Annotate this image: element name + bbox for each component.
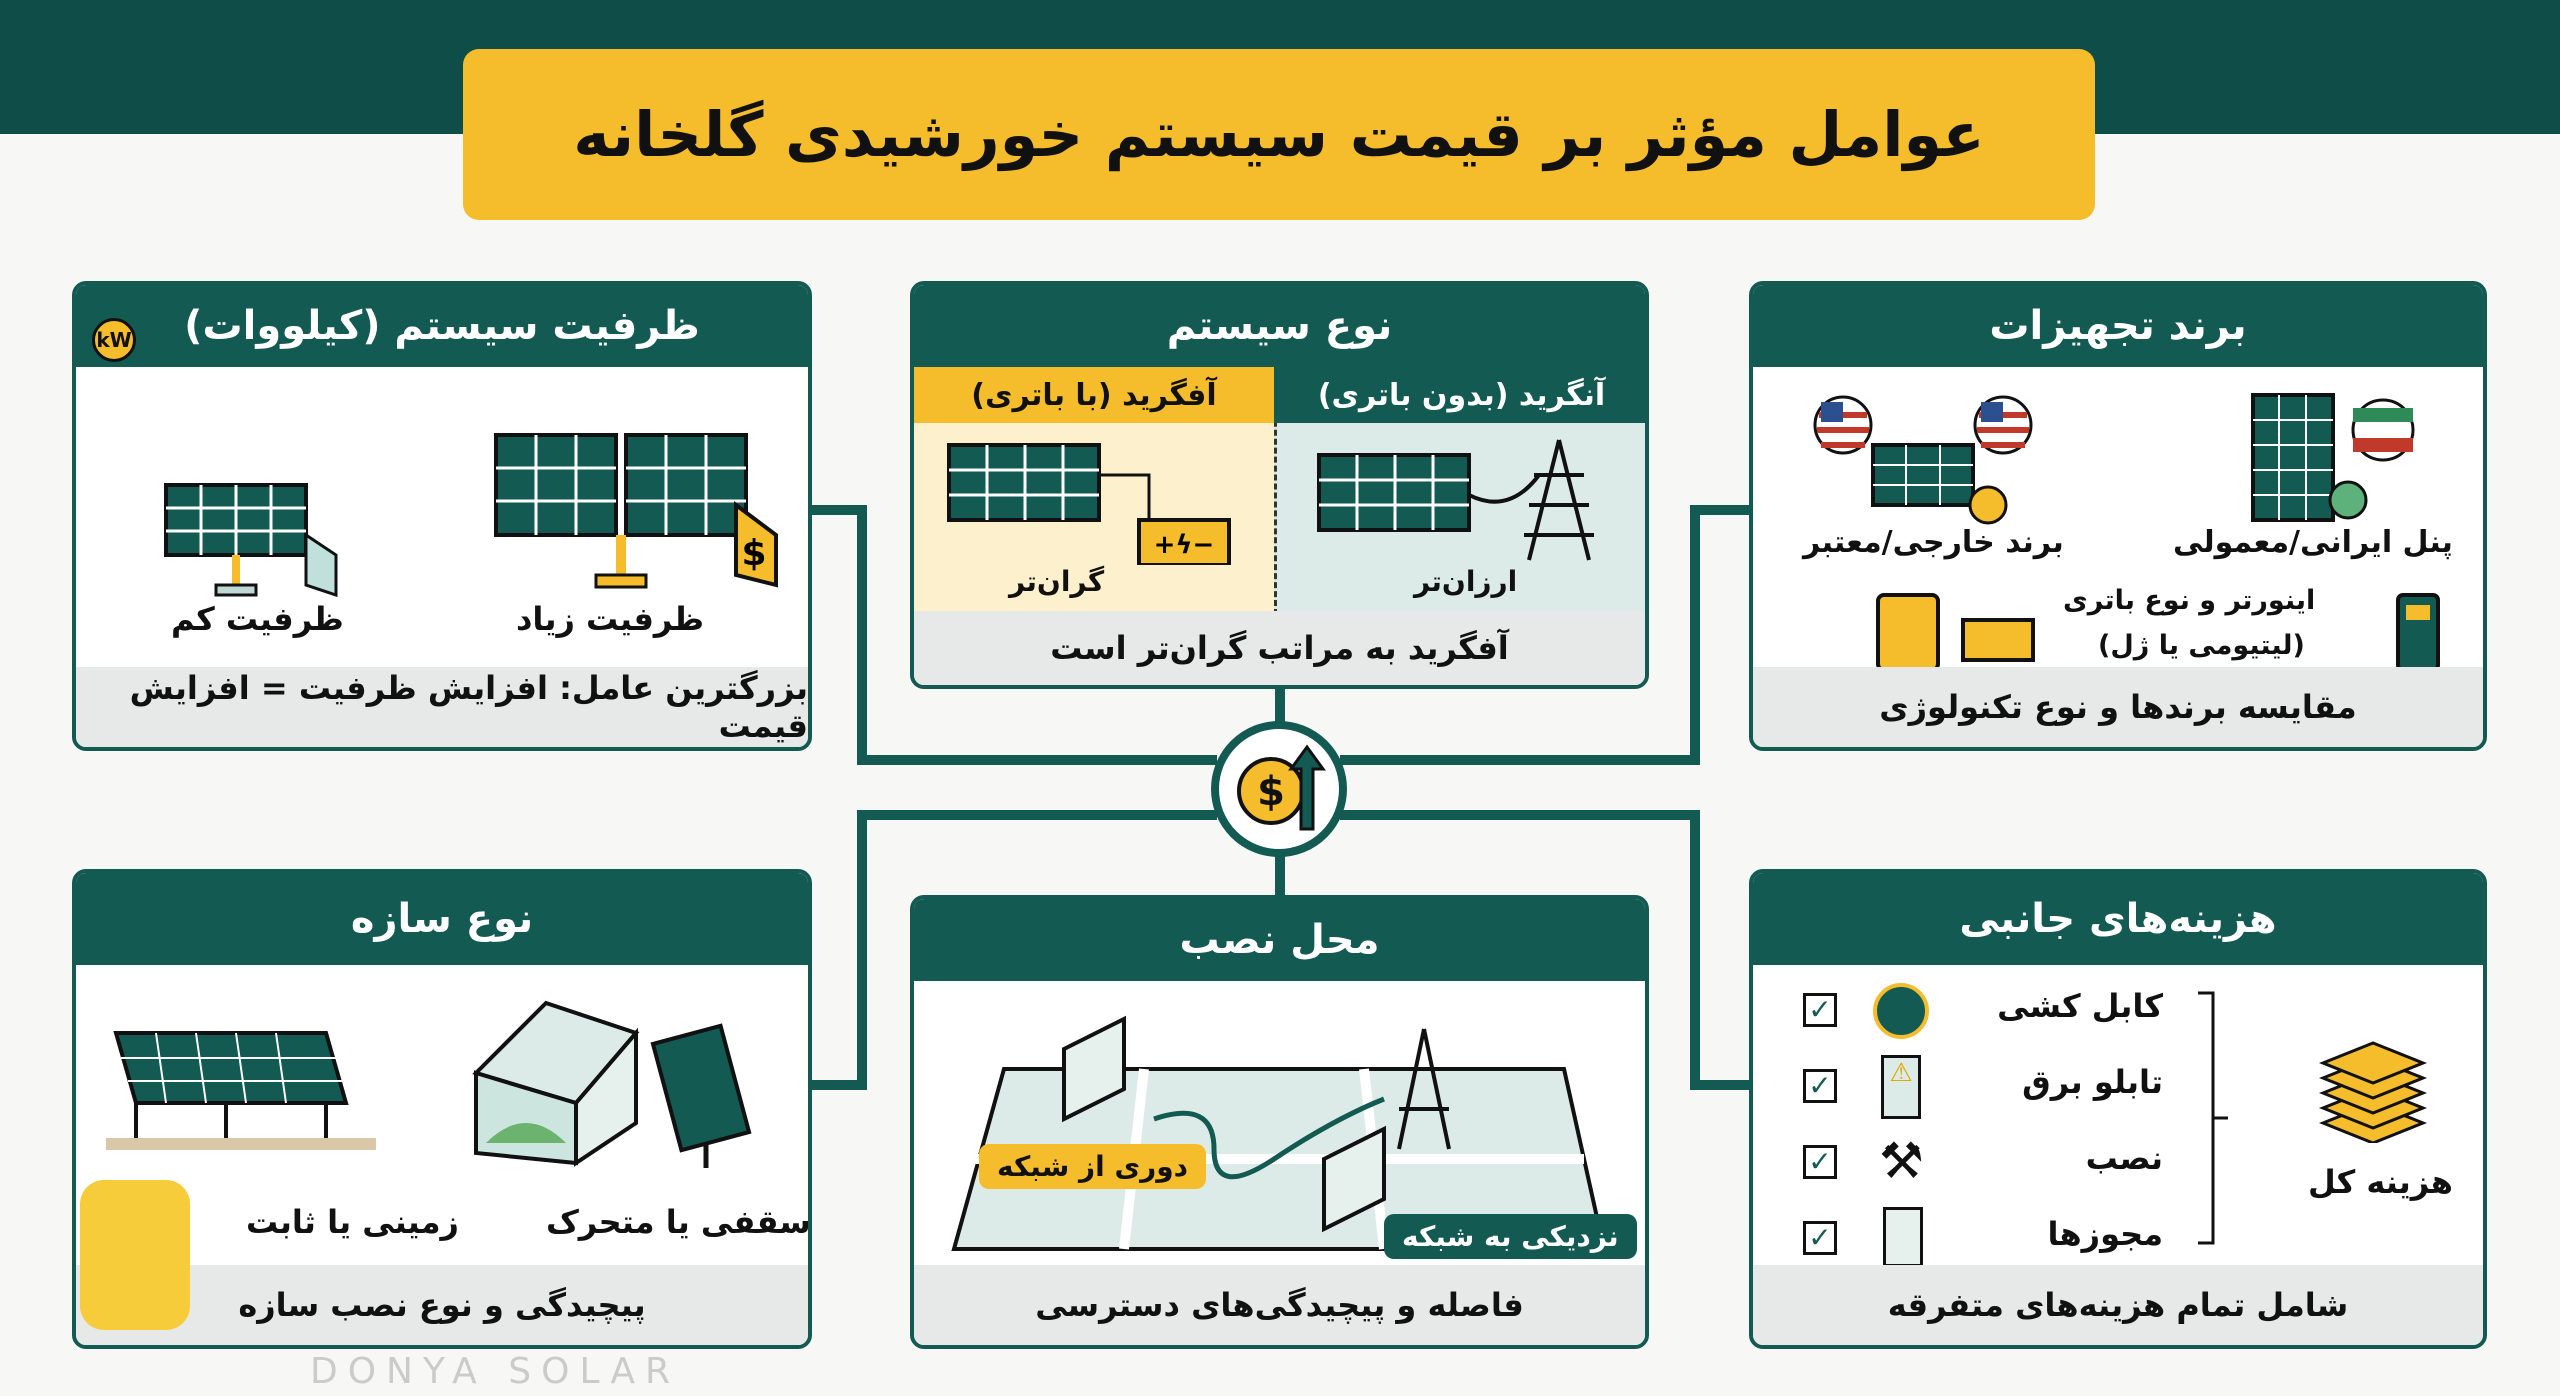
card-title: نوع سازه	[76, 873, 808, 965]
connector	[812, 505, 867, 515]
permit-document-icon	[1883, 1207, 1923, 1267]
card-footer: مقایسه برندها و نوع تکنولوژی	[1753, 667, 2483, 747]
cost-label: تابلو برق	[2022, 1063, 2163, 1101]
connector	[857, 505, 867, 765]
checkbox-checked-icon: ✓	[1803, 993, 1837, 1027]
label-low-capacity: ظرفیت کم	[171, 600, 344, 638]
bracket	[2198, 991, 2228, 1245]
card-title: محل نصب	[914, 899, 1645, 981]
card-structure: نوع سازه سقفی یا متحرک زمینی یا ثابت پیچ…	[72, 869, 812, 1349]
cost-item: ✓ کابل کشی	[1803, 973, 2223, 1049]
connector	[1340, 810, 1700, 820]
small-solar-panel-icon	[164, 483, 338, 598]
checkbox-checked-icon: ✓	[1803, 1221, 1837, 1255]
svg-text:$: $	[741, 533, 766, 574]
connector	[857, 810, 867, 1090]
card-location: محل نصب دوری از شبکه نزدیکی به شبکه فاصل…	[910, 895, 1649, 1349]
card-title: برند تجهیزات	[1753, 285, 2483, 367]
label-total-cost: هزینه کل	[2308, 1163, 2453, 1201]
kw-badge: kW	[92, 318, 136, 362]
svg-text:+ϟ−: +ϟ−	[1154, 530, 1215, 560]
label-cheaper: ارزان‌تر	[1414, 565, 1518, 598]
page-title: عوامل مؤثر بر قیمت سیستم خورشیدی گلخانه	[573, 98, 1985, 171]
dollar-coin-arrow-up-icon: $	[1211, 721, 1347, 857]
connector	[1275, 689, 1285, 729]
card-title: ظرفیت سیستم (کیلووات)	[76, 285, 808, 367]
ongrid-title: آنگرید (بدون باتری)	[1274, 367, 1645, 423]
card-footer: پیچیدگی و نوع نصب سازه	[76, 1265, 808, 1345]
label-iranian-panel: پنل ایرانی/معمولی	[2173, 525, 2453, 560]
label-high-capacity: ظرفیت زیاد	[516, 600, 704, 638]
label-inverter: اینورتر و نوع باتری	[2063, 585, 2316, 616]
connector	[1340, 755, 1700, 765]
money-stack-icon	[2318, 1041, 2428, 1143]
map-greenhouse-grid-icon	[951, 1015, 1607, 1251]
electrical-panel-icon: ⚠	[1881, 1055, 1921, 1119]
watermark-text: DONYA SOLAR	[310, 1351, 680, 1392]
label-inverter-sub: (لیتیومی یا ژل)	[2098, 630, 2305, 661]
checkbox-checked-icon: ✓	[1803, 1069, 1837, 1103]
label-expensive: گران‌تر	[1009, 565, 1105, 598]
offgrid-title: آفگرید (با باتری)	[914, 367, 1274, 423]
connector	[1275, 850, 1285, 900]
label-foreign-brand: برند خارجی/معتبر	[1803, 525, 2064, 560]
checkbox-checked-icon: ✓	[1803, 1145, 1837, 1179]
inverter-battery-icon	[1876, 593, 2035, 672]
foreign-brand-panel-icon	[1813, 395, 2033, 525]
lithium-battery-icon	[2396, 593, 2440, 672]
card-footer: آفگرید به مراتب گران‌تر است	[914, 611, 1645, 685]
cable-reel-icon	[1873, 983, 1929, 1039]
card-title: هزینه‌های جانبی	[1753, 873, 2483, 965]
card-side-costs: هزینه‌های جانبی ✓ کابل کشی ✓ ⚠ تابلو برق ✓ ⚒…	[1749, 869, 2487, 1349]
label-near-grid: نزدیکی به شبکه	[1384, 1214, 1637, 1259]
cost-item: ✓ ⚒ نصب	[1803, 1125, 2223, 1201]
card-footer: بزرگترین عامل: افزایش ظرفیت = افزایش قیم…	[76, 667, 808, 747]
cost-label: نصب	[2085, 1139, 2163, 1177]
label-far-from-grid: دوری از شبکه	[979, 1144, 1206, 1189]
cost-item: ✓ ⚠ تابلو برق	[1803, 1049, 2223, 1125]
connector	[812, 1080, 867, 1090]
tools-icon: ⚒	[1879, 1132, 1924, 1190]
connector	[1690, 810, 1700, 1090]
cost-item: ✓ مجوزها	[1803, 1201, 2223, 1277]
cost-label: کابل کشی	[1997, 987, 2163, 1025]
connector	[1690, 505, 1700, 765]
card-footer: شامل تمام هزینه‌های متفرقه	[1753, 1265, 2483, 1345]
connector	[857, 810, 1217, 820]
connector	[857, 755, 1217, 765]
cost-label: مجوزها	[2047, 1215, 2163, 1253]
card-capacity: ظرفیت سیستم (کیلووات) $ ظرفیت زیاد ظرفیت…	[72, 281, 812, 751]
cost-list: ✓ کابل کشی ✓ ⚠ تابلو برق ✓ ⚒ نصب ✓ مجوزها	[1803, 973, 2223, 1277]
card-footer: فاصله و پیچیدگی‌های دسترسی	[914, 1265, 1645, 1345]
card-brand: برند تجهیزات برند خارجی/معتبر پنل ایرانی…	[1749, 281, 2487, 751]
svg-text:$: $	[1257, 769, 1285, 815]
card-title: نوع سیستم	[914, 285, 1645, 367]
title-banner: عوامل مؤثر بر قیمت سیستم خورشیدی گلخانه	[463, 49, 2095, 220]
solar-grid-tower-icon	[1317, 439, 1594, 561]
roof-greenhouse-tracker-icon	[472, 1000, 752, 1168]
iranian-panel-icon	[2251, 393, 2415, 522]
card-system-type: نوع سیستم آفگرید (با باتری) آنگرید (بدون…	[910, 281, 1649, 689]
label-roof-mount: سقفی یا متحرک	[546, 1203, 811, 1241]
solar-battery-icon: +ϟ−	[947, 443, 1231, 565]
connector	[1690, 505, 1750, 515]
label-ground-mount: زمینی یا ثابت	[246, 1203, 459, 1241]
connector	[1690, 1080, 1750, 1090]
ground-mount-panel-icon	[106, 1031, 376, 1150]
large-solar-panel-icon: $	[494, 433, 778, 589]
watermark-logo	[80, 1180, 190, 1330]
